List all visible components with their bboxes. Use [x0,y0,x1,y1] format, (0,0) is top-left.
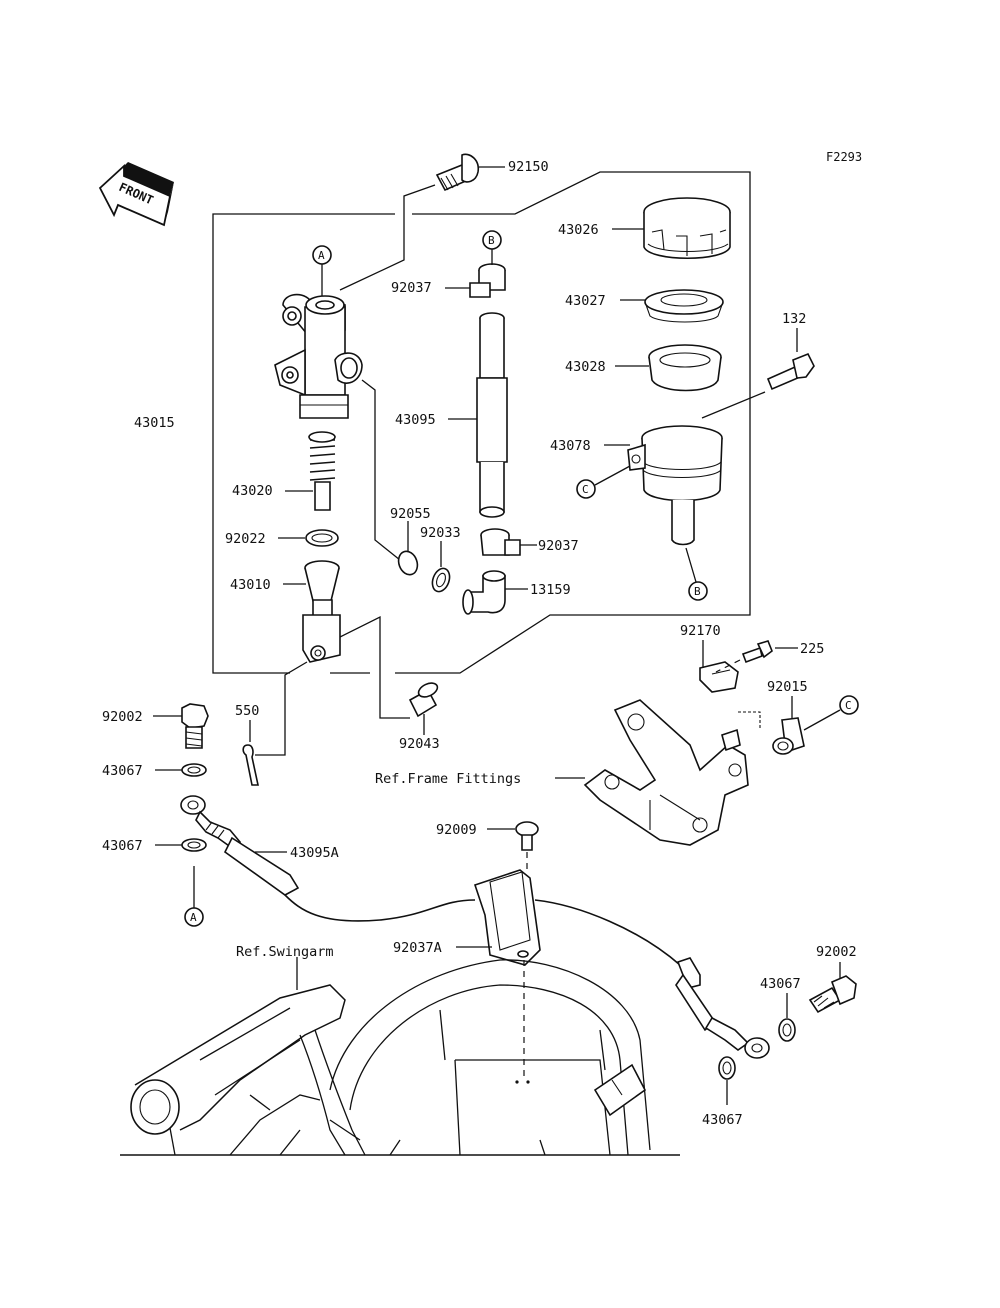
label-43027: 43027 [565,293,606,309]
part-92150-banjo-bolt [435,153,480,192]
label-92037-top: 92037 [391,280,432,296]
part-92037-clamp-mid [480,528,521,556]
label-43067-d: 43067 [702,1112,743,1128]
label-43015: 43015 [134,415,175,431]
label-92170: 92170 [680,623,721,639]
figure-code: F2293 [826,150,862,164]
part-43067-washer-c [778,1018,796,1042]
part-43067-washer-d [718,1056,736,1080]
part-92022-circlip [305,529,339,547]
callout-B-top: B [482,230,502,250]
part-13159-elbow-fitting [462,570,506,615]
label-225: 225 [800,641,824,657]
svg-text:C: C [845,699,852,712]
assembly-outline-43015 [212,171,751,674]
label-43010: 43010 [230,577,271,593]
svg-text:B: B [488,234,495,247]
callout-A-top: A [312,245,332,265]
label-92055: 92055 [390,506,431,522]
part-92002-banjo-bolt-left [181,703,209,749]
part-43010-push-rod [302,560,341,663]
callout-B-bottom: B [688,581,708,601]
label-43028: 43028 [565,359,606,375]
label-92043: 92043 [399,736,440,752]
label-43095A: 43095A [290,845,339,861]
label-43078: 43078 [550,438,591,454]
callout-C-bracket: C [839,695,859,715]
frame-fitting-bracket [583,699,749,846]
front-direction-arrow-icon: FRONT [98,162,174,227]
part-43095A-brake-hose [180,795,770,1059]
part-550-cotter-pin [242,744,259,786]
part-92033-circlip [431,567,451,593]
callout-C-reservoir: C [576,479,596,499]
part-43015-master-cylinder-body [274,293,363,419]
label-43067-c: 43067 [760,976,801,992]
part-43028-diaphragm [648,344,722,392]
label-132: 132 [782,311,806,327]
label-92150: 92150 [508,159,549,175]
label-ref-swingarm: Ref.Swingarm [236,944,334,960]
label-43067-a: 43067 [102,763,143,779]
part-92037-clamp-top [469,263,506,298]
label-92015: 92015 [767,679,808,695]
part-92043-pin [408,682,439,718]
label-92002-left: 92002 [102,709,143,725]
part-43067-washer-a [181,763,207,777]
label-43067-b: 43067 [102,838,143,854]
part-92170-bracket [699,661,739,693]
part-92055-o-ring [397,550,419,576]
part-43078-reservoir [627,425,723,546]
part-92015-bushing [772,717,805,755]
label-92009: 92009 [436,822,477,838]
svg-text:A: A [318,249,325,262]
svg-text:B: B [694,585,701,598]
label-92033: 92033 [420,525,461,541]
part-132-bolt [766,352,815,391]
label-92022: 92022 [225,531,266,547]
callout-A-bottom: A [184,907,204,927]
label-13159: 13159 [530,582,571,598]
label-43026: 43026 [558,222,599,238]
part-92037A-hose-guide [473,869,541,966]
part-92009-screw [515,821,539,851]
label-43095: 43095 [395,412,436,428]
part-43027-diaphragm-plate [644,289,724,323]
label-92037A: 92037A [393,940,442,956]
svg-text:C: C [582,483,589,496]
part-43067-washer-b [181,838,207,852]
part-43026-reservoir-cap [643,197,731,259]
label-92002-right: 92002 [816,944,857,960]
label-ref-frame-fittings: Ref.Frame Fittings [375,771,521,787]
svg-text:A: A [190,911,197,924]
label-550: 550 [235,703,259,719]
label-92037-mid: 92037 [538,538,579,554]
label-43020: 43020 [232,483,273,499]
part-92002-banjo-bolt-right [808,975,857,1014]
part-43020-spring [308,431,336,511]
part-43095-hose [476,312,508,518]
swingarm-reference [120,959,680,1156]
part-225-bolt [741,640,773,664]
